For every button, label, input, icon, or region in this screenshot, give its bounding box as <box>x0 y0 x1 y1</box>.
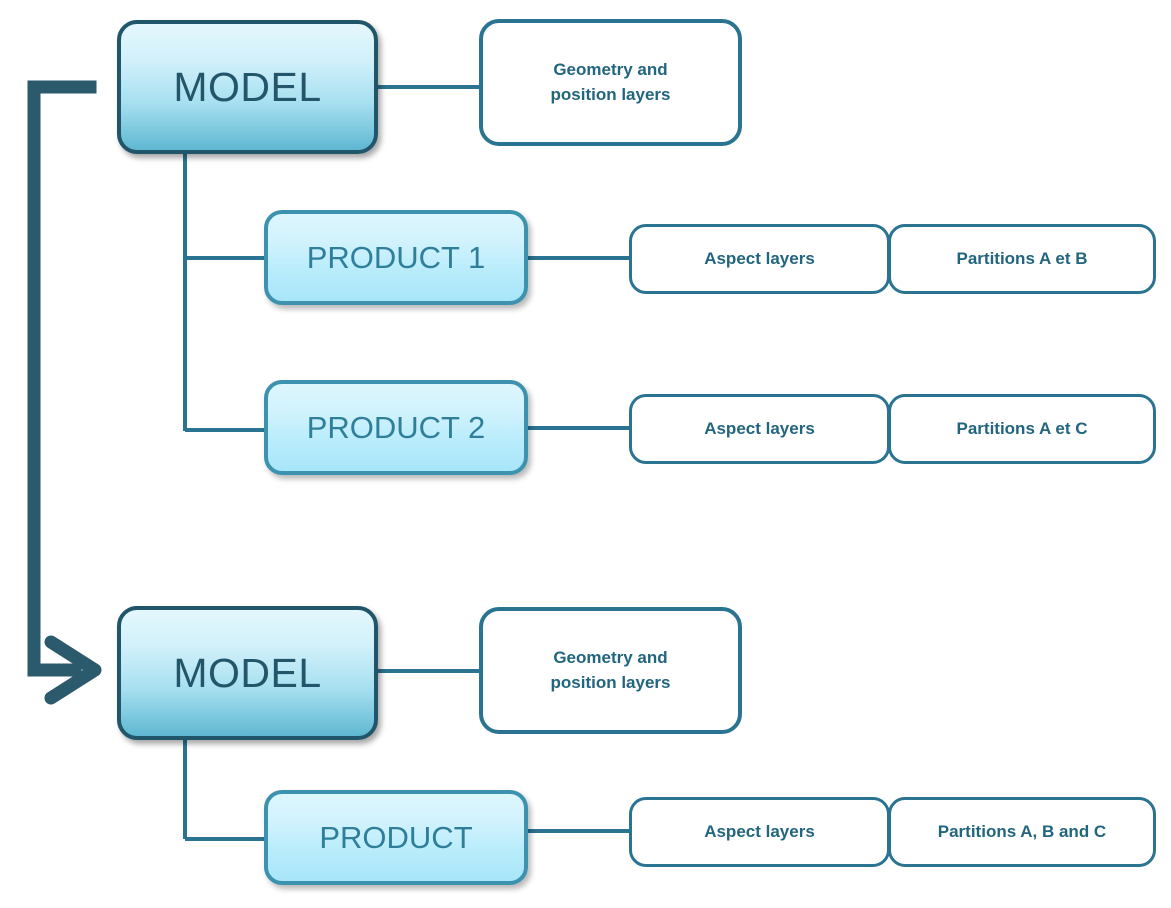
geometry-layers-box-top-label: Geometry and position layers <box>550 59 671 104</box>
partitions-box-1-label: Partitions A et B <box>956 248 1088 268</box>
aspect-layers-box-3-label: Aspect layers <box>704 821 815 841</box>
product-node-bottom-label: PRODUCT <box>319 819 473 855</box>
model-node-top[interactable]: MODEL <box>117 20 378 154</box>
aspect-layers-box-1-label: Aspect layers <box>704 248 815 268</box>
geometry-layers-box-bottom-label: Geometry and position layers <box>550 647 671 692</box>
merge-arrow-shaft <box>27 80 97 677</box>
product-node-2[interactable]: PRODUCT 2 <box>264 380 528 475</box>
partitions-box-2[interactable]: Partitions A et C <box>888 394 1156 464</box>
aspect-layers-box-2[interactable]: Aspect layers <box>629 394 890 464</box>
product-node-bottom[interactable]: PRODUCT <box>264 790 528 885</box>
product-node-2-label: PRODUCT 2 <box>306 409 486 445</box>
partitions-box-2-label: Partitions A et C <box>956 418 1088 438</box>
product-node-1[interactable]: PRODUCT 1 <box>264 210 528 305</box>
partitions-box-3[interactable]: Partitions A, B and C <box>888 797 1156 867</box>
aspect-layers-box-3[interactable]: Aspect layers <box>629 797 890 867</box>
geometry-layers-box-top[interactable]: Geometry and position layers <box>479 19 742 146</box>
product-node-1-label: PRODUCT 1 <box>306 239 486 275</box>
partitions-box-1[interactable]: Partitions A et B <box>888 224 1156 294</box>
model-node-bottom-label: MODEL <box>173 649 322 696</box>
geometry-layers-box-bottom[interactable]: Geometry and position layers <box>479 607 742 734</box>
partitions-box-3-label: Partitions A, B and C <box>937 821 1107 841</box>
model-node-top-label: MODEL <box>173 63 322 110</box>
aspect-layers-box-2-label: Aspect layers <box>704 418 815 438</box>
aspect-layers-box-1[interactable]: Aspect layers <box>629 224 890 294</box>
merge-arrow-head-icon <box>44 635 102 705</box>
model-node-bottom[interactable]: MODEL <box>117 606 378 740</box>
